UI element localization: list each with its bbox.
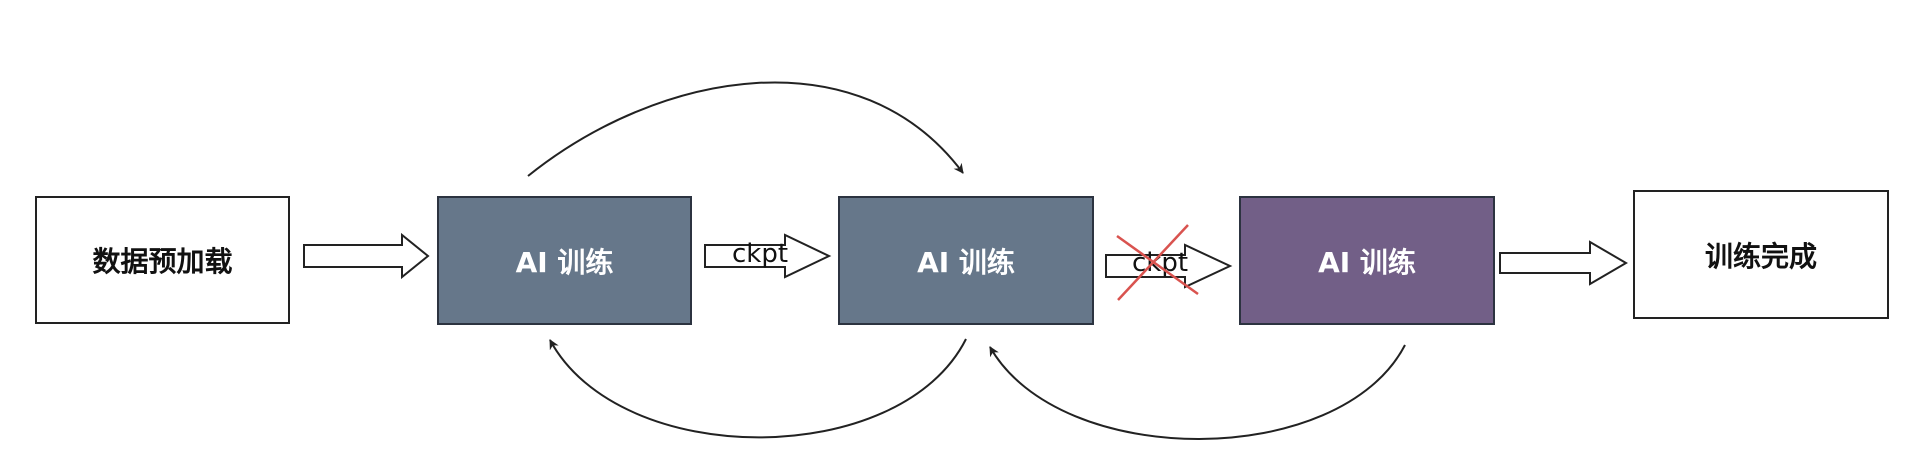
node-preload-label: 数据预加载 xyxy=(92,245,233,278)
arrow-train3-to-done xyxy=(1499,240,1628,286)
arrow-train2-to-train3 xyxy=(1105,243,1233,289)
node-train-3: AI 训练 xyxy=(1239,196,1495,325)
strike-line-1 xyxy=(1116,234,1199,296)
curve-arrow-bottom-left xyxy=(549,338,967,439)
node-preload: 数据预加载 xyxy=(35,196,290,324)
node-done-label: 训练完成 xyxy=(1704,239,1817,273)
arrow-preload-to-train1 xyxy=(303,232,430,280)
node-done: 训练完成 xyxy=(1633,190,1889,319)
arrow-train1-to-train2 xyxy=(704,233,832,279)
node-train-2-label: AI 训练 xyxy=(917,245,1015,279)
strike-line-2 xyxy=(1117,224,1189,301)
node-train-3-label: AI 训练 xyxy=(1318,245,1416,279)
node-train-1: AI 训练 xyxy=(437,196,692,325)
curve-arrow-top xyxy=(527,81,964,177)
ckpt-label-1: ckpt xyxy=(732,239,788,269)
curve-arrow-bottom-right xyxy=(989,344,1406,440)
node-train-1-label: AI 训练 xyxy=(515,245,614,279)
node-train-2: AI 训练 xyxy=(838,196,1094,325)
